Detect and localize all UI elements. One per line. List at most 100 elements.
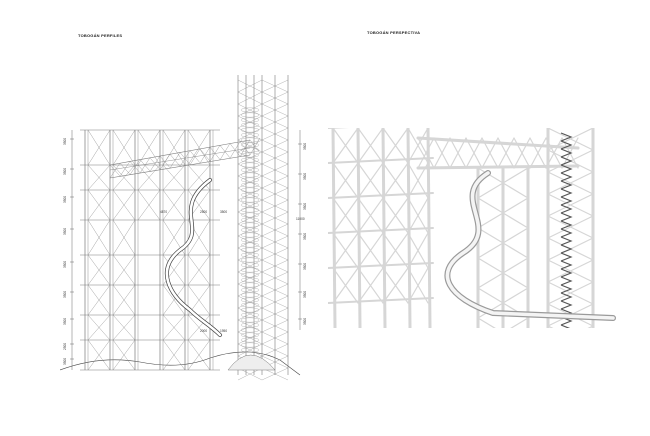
dim-label-right: 3500 [303, 143, 307, 150]
stair-step [240, 107, 260, 113]
persp-stair-step [560, 324, 571, 328]
stair-step [240, 122, 260, 128]
dimension-lines: 3500350035003500350035003500250035003500… [63, 130, 307, 370]
stair-step [240, 312, 260, 318]
tall-brace [237, 343, 263, 357]
stair-step [240, 282, 260, 288]
persp-stair-step [560, 260, 573, 270]
persp-truss-web [465, 137, 483, 169]
persp-brace [547, 128, 594, 151]
dim-label-inner: 11000 [296, 217, 305, 221]
tall-brace [261, 235, 289, 249]
slide-tube-inner [165, 178, 222, 337]
dim-label-right: 3500 [303, 203, 307, 210]
stair-step [240, 192, 260, 198]
truss-web [129, 159, 141, 175]
stair-step [240, 272, 260, 278]
dim-label-right: 3500 [303, 173, 307, 180]
dim-label-right: 3500 [303, 233, 307, 240]
persp-stair-step [560, 268, 573, 278]
tall-brace [261, 79, 289, 93]
brace [162, 164, 186, 191]
truss-web [179, 150, 191, 167]
persp-brace [357, 162, 384, 199]
tall-brace [237, 295, 263, 309]
persp-stair-step [560, 284, 573, 294]
tall-brace [261, 103, 289, 117]
brace [87, 314, 111, 341]
stair-step [240, 127, 260, 133]
brace [112, 254, 136, 286]
elevation-title: TOBOGÁN PERFILES [78, 33, 123, 38]
truss-web [249, 137, 261, 156]
tall-brace [261, 163, 289, 177]
stair-step [240, 307, 260, 313]
brace [112, 219, 136, 256]
truss-web [139, 157, 151, 174]
stair-step [240, 152, 260, 158]
stair-step [240, 297, 260, 303]
tall-brace [237, 271, 263, 285]
tall-brace [237, 187, 263, 201]
tall-brace [261, 367, 289, 381]
elevation-svg: 3500350035003500350035003500250035003500… [60, 75, 307, 381]
dim-label-left: 3500 [63, 318, 67, 325]
stair-step [240, 302, 260, 308]
tall-brace [237, 211, 263, 225]
persp-column [331, 128, 337, 328]
truss-web [199, 146, 211, 164]
truss-web [209, 145, 221, 162]
tall-brace [237, 103, 263, 117]
tall-brace [237, 247, 263, 261]
persp-brace [407, 197, 429, 234]
brace [187, 219, 211, 256]
brace [162, 314, 186, 341]
brace [87, 219, 111, 256]
persp-stair-step [560, 228, 573, 238]
persp-brace [382, 267, 409, 304]
stair-step [240, 232, 260, 238]
stair-step [240, 132, 260, 138]
stair-step [240, 347, 260, 353]
stair-step [240, 317, 260, 323]
brace [112, 314, 136, 341]
brace [162, 219, 186, 256]
truss-web [229, 141, 241, 159]
tall-brace [237, 79, 263, 93]
persp-stair-step [560, 164, 573, 174]
persp-brace [547, 281, 594, 305]
ground-line [60, 351, 301, 376]
persp-truss-top [416, 136, 580, 150]
dim-label-left: 3500 [63, 138, 67, 145]
persp-column [381, 128, 387, 328]
stair-step [240, 247, 260, 253]
truss-web [109, 162, 121, 179]
perspective-structure [328, 128, 616, 328]
tall-brace [261, 127, 289, 141]
persp-stair-step [560, 220, 573, 230]
brace [187, 164, 211, 191]
persp-stair-step [560, 236, 573, 246]
brace [87, 189, 111, 221]
persp-brace [357, 197, 384, 234]
persp-stair-step [560, 196, 573, 206]
brace [87, 164, 111, 191]
tall-brace [237, 163, 263, 177]
persp-brace [477, 167, 529, 199]
truss-web [189, 148, 201, 165]
brace [162, 189, 186, 221]
dim-label-right: 3500 [303, 291, 307, 298]
brace [137, 164, 161, 191]
persp-stair-step [560, 204, 573, 214]
tall-brace [261, 223, 289, 237]
persp-stair-step [560, 172, 573, 182]
brace [112, 284, 136, 316]
stair-step [240, 147, 260, 153]
brace [87, 284, 111, 316]
stair-step [240, 167, 260, 173]
brace [87, 254, 111, 286]
tall-brace [237, 283, 263, 297]
brace [137, 189, 161, 221]
stair-step [240, 252, 260, 258]
dim-label-inner: 1950 [220, 329, 227, 333]
